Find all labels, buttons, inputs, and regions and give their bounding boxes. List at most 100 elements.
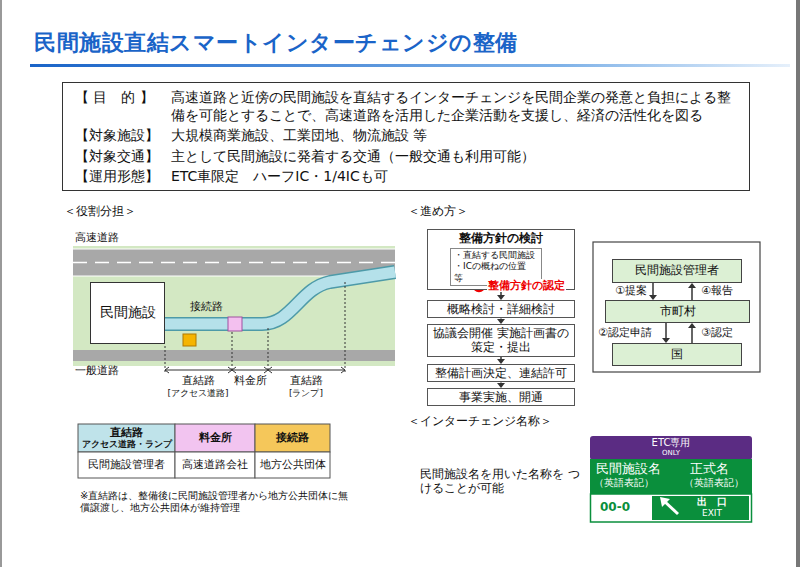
process-box: 整備計画決定、連結許可: [427, 364, 575, 382]
field-text: 大規模商業施設、工業団地、物流施設 等: [171, 126, 737, 144]
part-label: 接続路: [190, 300, 223, 313]
field-label: 【対象交通】: [75, 147, 171, 165]
table-header: アクセス道路・ランプ: [82, 439, 172, 449]
dimension-lines: [268, 328, 269, 372]
box-text: 民間施設: [100, 304, 156, 322]
table-cell: 地方公共団体: [260, 458, 326, 471]
exit-sign: [590, 436, 752, 522]
role-table: [255, 452, 330, 478]
part-label: [アクセス道路]: [167, 388, 228, 399]
process-box: 概略検討・詳細検討: [427, 300, 575, 318]
road-scene: [73, 246, 395, 366]
field-text: 主として民間施設に発着する交通（一般交通も利用可能）: [171, 147, 737, 165]
box-text: 整備計画決定、連結許可: [431, 366, 571, 380]
road-scene: [73, 246, 395, 366]
side-panel: [593, 242, 760, 372]
field-label: 【対象施設】: [75, 126, 171, 144]
section-heading: ＜役割分担＞: [64, 204, 136, 218]
edge-label: ④報告: [700, 284, 734, 297]
side-panel: [593, 242, 760, 372]
box-text: 協議会開催 実施計画書の策定・提出: [431, 326, 571, 355]
road-scene: [73, 249, 395, 276]
part-label: 直結路: [182, 374, 215, 387]
box-text: 国: [616, 347, 738, 362]
part-label: 料金所: [234, 374, 267, 387]
road-label: 一般道路: [75, 364, 119, 377]
sign-text: 正式名: [690, 461, 729, 476]
page-title: 民間施設直結スマートインターチェンジの整備: [34, 30, 518, 56]
role-table: [175, 452, 255, 478]
exit-sign: [652, 496, 749, 520]
road-scene: [73, 350, 395, 361]
note: 民間施設名を用いた名称を つけることが可能: [420, 467, 580, 496]
section-heading: ＜インターチェンジ名称＞: [408, 414, 552, 428]
sign-text: EXIT: [702, 508, 722, 519]
connector-line: [652, 283, 654, 295]
table-header: 接続路: [276, 431, 309, 444]
connector-line: [691, 328, 693, 343]
exit-sign: [591, 494, 752, 522]
role-table: [78, 452, 175, 478]
sign-text: 出 口: [697, 496, 727, 508]
connector: [662, 323, 670, 343]
info-box: 【 目 的 】高速道路と近傍の民間施設を直結するインターチェンジを民間企業の発意…: [62, 82, 750, 191]
dimension-lines: [232, 332, 233, 372]
part-label: 直結路: [290, 374, 323, 387]
ramp-road: [163, 272, 395, 324]
road-label: 高速道路: [75, 231, 119, 244]
ramp-road: [163, 272, 395, 324]
tollgate-mark: [228, 317, 242, 331]
field-label: 【 目 的 】: [75, 88, 171, 124]
connector: [688, 323, 696, 343]
field-label: 【運用形態】: [75, 167, 171, 185]
title-rule: [30, 64, 790, 67]
box-text: 整備方針の検討: [431, 231, 571, 246]
road-scene: [73, 262, 395, 264]
actor-box: 民間施設管理者: [612, 259, 742, 283]
role-table: [175, 424, 255, 452]
box-text: 事業実施、開通: [431, 390, 571, 404]
sign-number: 00-0: [600, 500, 630, 514]
sign-text: （英語表記）: [684, 477, 744, 488]
dimension-lines: [165, 282, 345, 373]
sign-text: 民間施設名: [596, 461, 661, 476]
exit-sign: [590, 436, 752, 460]
exit-sign: [660, 497, 670, 507]
part-label: [ランプ]: [289, 388, 323, 399]
table-header: 料金所: [199, 431, 232, 444]
dimension-lines: [345, 282, 346, 372]
connector-mark: [183, 334, 196, 346]
table-cell: 高速道路会社: [182, 458, 248, 471]
section-heading: ＜進め方＞: [408, 204, 468, 218]
exit-sign: [590, 459, 752, 494]
actor-box: 国: [612, 343, 742, 366]
connector: [649, 283, 657, 300]
ramp-road: [163, 272, 395, 324]
role-table: [78, 424, 330, 478]
connector: [688, 283, 696, 300]
connector-mark: [183, 334, 196, 346]
facility-box: 民間施設: [90, 282, 165, 344]
sign-text: ONLY: [662, 449, 680, 457]
page-frame: [796, 0, 800, 567]
title-rule: [30, 64, 790, 67]
box-text: 民間施設管理者: [616, 263, 738, 278]
connector-line: [500, 357, 502, 359]
page-frame: [0, 0, 2, 567]
sign-text: ETC専用: [652, 437, 691, 449]
process-box: 協議会開催 実施計画書の策定・提出: [427, 324, 575, 357]
road-scene: [73, 249, 395, 250]
sign-text: （英語表記）: [594, 477, 654, 488]
arrow-head: [688, 323, 696, 328]
box-text: 市町村: [609, 304, 746, 319]
connector: [497, 357, 505, 364]
dimension-lines: [165, 367, 345, 373]
role-table: [78, 424, 175, 452]
arrow-head: [688, 283, 696, 288]
table-header: 直結路: [110, 426, 143, 439]
connector-line: [665, 323, 667, 338]
dimension-lines: [165, 346, 166, 372]
table-cell: 民間施設管理者: [88, 458, 165, 471]
